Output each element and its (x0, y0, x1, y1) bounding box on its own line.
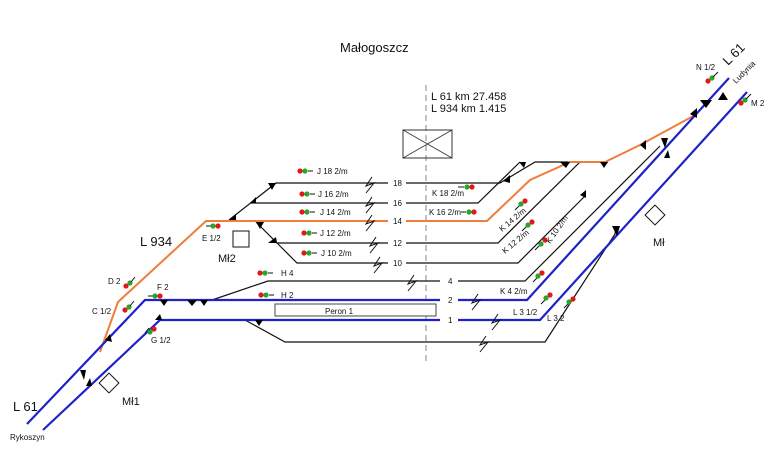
svg-text:C 1/2: C 1/2 (92, 307, 112, 316)
track-16-right (406, 161, 521, 204)
svg-text:J 18 2/m: J 18 2/m (317, 167, 348, 176)
post-ml-icon (644, 204, 666, 226)
line-label-l61-top: L 61 (720, 40, 748, 68)
track-2-main-right (458, 77, 730, 302)
signal-j14: J 14 2/m (299, 208, 351, 217)
post-ml2-label: Mł2 (218, 253, 236, 265)
signal-k18: K 18 2/m (432, 184, 475, 198)
svg-text:L 3 1/2: L 3 1/2 (513, 308, 538, 317)
track-18-right (406, 161, 570, 184)
post-ml1-icon (98, 372, 120, 394)
track-4-left (211, 280, 440, 301)
svg-text:K 18 2/m: K 18 2/m (432, 189, 464, 198)
track-number-14: 14 (393, 217, 402, 226)
line-label-l61-bottom: L 61 (13, 399, 38, 414)
track-number-18: 18 (393, 179, 402, 188)
svg-text:G 1/2: G 1/2 (151, 336, 171, 345)
track-numbers: 18 16 14 12 10 4 2 1 (393, 179, 453, 325)
svg-text:N 1/2: N 1/2 (696, 63, 716, 72)
svg-text:D 2: D 2 (108, 277, 121, 286)
post-ml2-icon (232, 230, 250, 248)
platform-label: Peron 1 (325, 307, 354, 316)
l61-main-tracks (26, 77, 748, 431)
track-number-12: 12 (393, 239, 402, 248)
track-number-10: 10 (393, 259, 402, 268)
svg-text:E 1/2: E 1/2 (202, 234, 221, 243)
signal-n12: N 1/2 (696, 63, 719, 84)
svg-text:L 3 2: L 3 2 (547, 314, 565, 323)
signal-j10: J 10 2/m (301, 249, 352, 258)
track-number-2: 2 (448, 296, 453, 305)
signal-l32: L 3 2 (547, 296, 576, 323)
isolation-marks (364, 176, 502, 353)
signal-j18: J 18 2/m (297, 167, 348, 176)
station-name: Małogoszcz (340, 40, 409, 55)
signal-k16: K 16 2/m (429, 208, 477, 217)
signal-j12: J 12 2/m (301, 229, 351, 238)
track-1-main-right (458, 91, 748, 322)
track-2-main (26, 298, 440, 425)
track-1-main (42, 318, 440, 431)
track-10-left (276, 242, 388, 264)
signal-h4: H 4 (257, 269, 294, 278)
station-building-icon (402, 129, 453, 159)
switch-markers (80, 92, 728, 386)
track-number-4: 4 (448, 277, 453, 286)
track-4-right (458, 145, 661, 282)
svg-text:M 2: M 2 (751, 99, 765, 108)
svg-text:K 4 2/m: K 4 2/m (500, 287, 528, 296)
signal-g12: G 1/2 (144, 326, 171, 345)
signal-c12: C 1/2 (92, 300, 135, 316)
signal-e12: E 1/2 (202, 223, 221, 243)
svg-text:J 12 2/m: J 12 2/m (320, 229, 351, 238)
track-number-16: 16 (393, 199, 402, 208)
svg-text:K 16 2/m: K 16 2/m (429, 208, 461, 217)
svg-text:F 2: F 2 (157, 283, 169, 292)
destination-rykoszyn: Rykoszyn (10, 433, 45, 442)
svg-text:H 4: H 4 (281, 269, 294, 278)
platform-peron-1 (274, 303, 437, 317)
signal-l312: L 3 1/2 (513, 292, 553, 317)
km-label-l61: L 61 km 27.458 (431, 91, 506, 103)
track-number-1: 1 (448, 316, 453, 325)
signal-f2: F 2 (148, 283, 169, 299)
signal-h2: H 2 (258, 291, 294, 300)
signal-m2: M 2 (738, 93, 765, 108)
line-label-l934: L 934 (140, 234, 172, 249)
signal-k4: K 4 2/m (500, 270, 545, 296)
signal-k10: K 10 2/m (534, 213, 570, 251)
svg-text:J 10 2/m: J 10 2/m (321, 249, 352, 258)
km-label-l934: L 934 km 1.415 (431, 103, 506, 115)
signal-d2: D 2 (108, 276, 136, 289)
svg-text:H 2: H 2 (281, 291, 294, 300)
svg-text:J 14 2/m: J 14 2/m (320, 208, 351, 217)
svg-text:J 16 2/m: J 16 2/m (318, 190, 349, 199)
track-10-right (406, 195, 586, 264)
signal-j16: J 16 2/m (299, 190, 349, 199)
post-ml-label: Mł (653, 237, 665, 249)
post-ml1-label: Mł1 (122, 396, 140, 408)
